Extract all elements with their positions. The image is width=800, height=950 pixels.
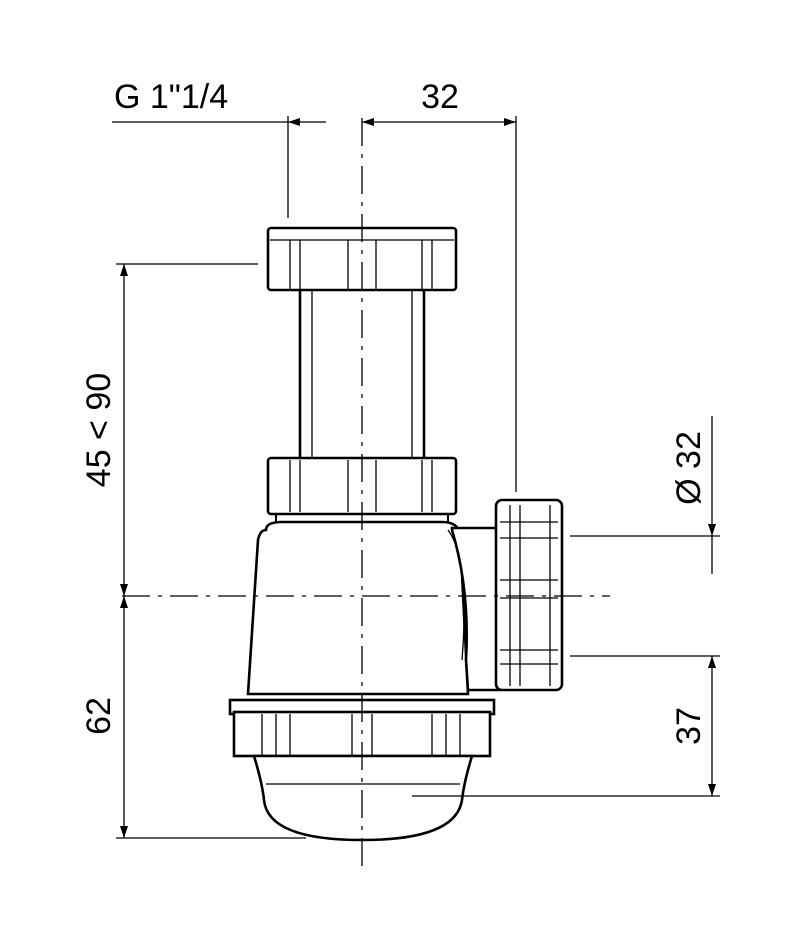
side-outlet xyxy=(450,498,564,692)
offset-dimension: 32 xyxy=(362,78,517,492)
lower-height-dimension: 62 xyxy=(80,596,306,839)
height-range-label: 45 < 90 xyxy=(80,373,118,487)
outlet-height-label: 37 xyxy=(670,707,708,745)
trap-body xyxy=(228,226,564,842)
thread-size-label: G 1"1/4 xyxy=(114,78,228,116)
top-nut xyxy=(266,226,458,292)
bottle-body xyxy=(246,520,470,696)
offset-label: 32 xyxy=(421,78,459,116)
outlet-height-dimension: 37 xyxy=(412,655,720,797)
outlet-diameter-dimension: Ø 32 xyxy=(570,416,720,574)
thread-dimension: G 1"1/4 xyxy=(112,78,326,218)
outlet-diameter-label: Ø 32 xyxy=(670,431,708,505)
height-range-dimension: 45 < 90 xyxy=(80,263,258,596)
lower-height-label: 62 xyxy=(80,697,118,735)
bottom-cup xyxy=(252,754,474,842)
